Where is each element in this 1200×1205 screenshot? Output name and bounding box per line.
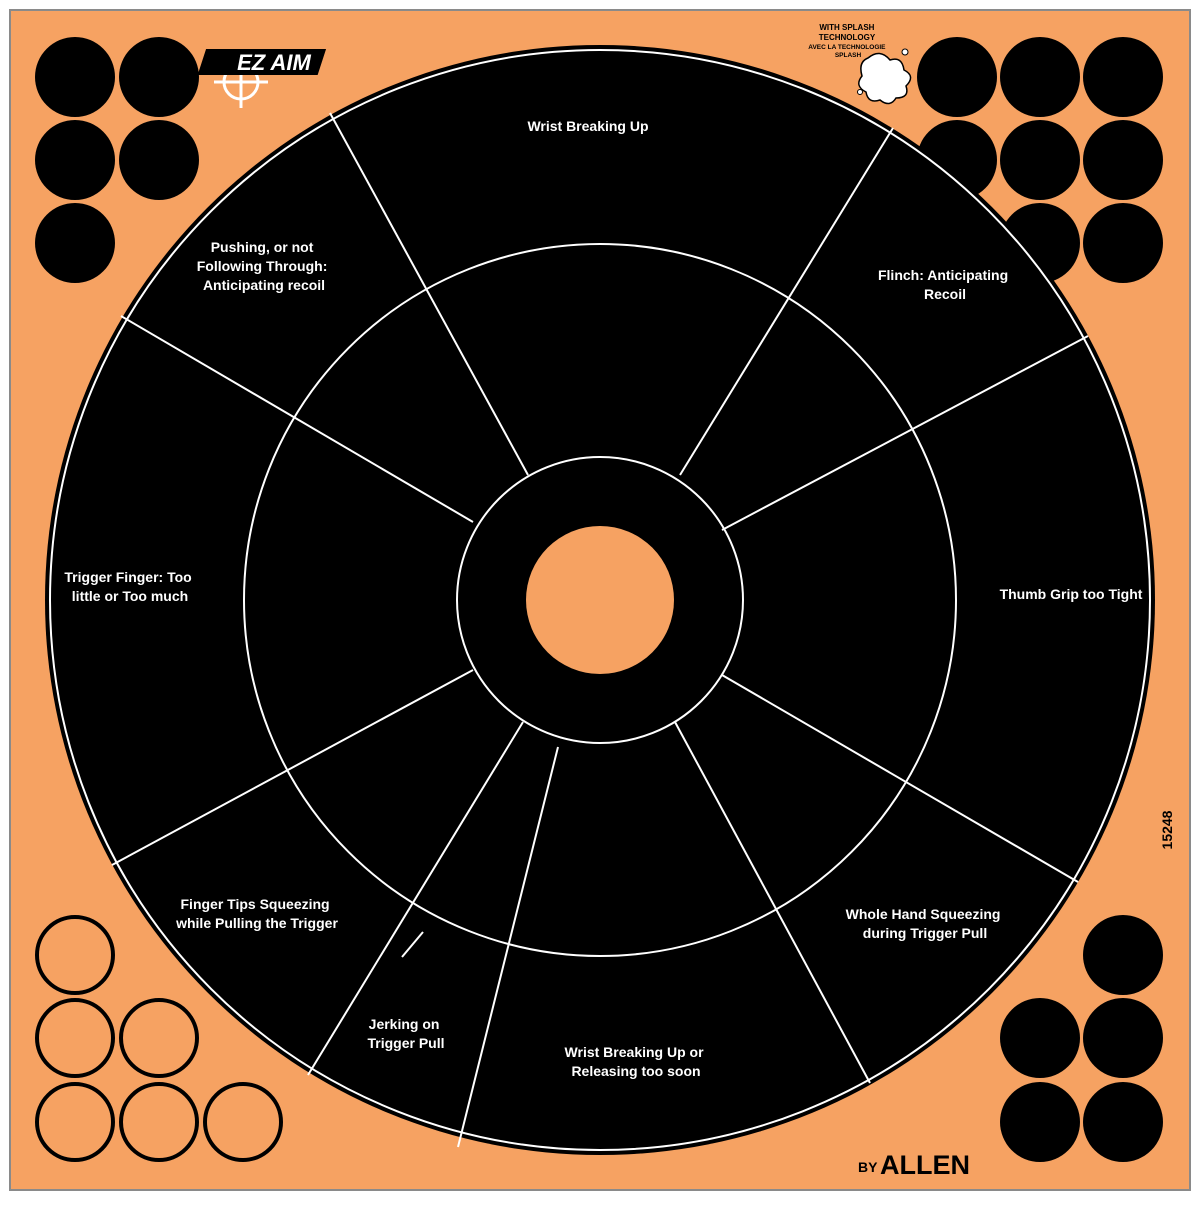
sticker-dot-top-left-3 bbox=[35, 120, 115, 200]
sticker-dot-top-left-1 bbox=[35, 37, 115, 117]
divider-line-4 bbox=[721, 674, 1079, 883]
zone-label-bottom: Wrist Breaking Up or Releasing too soon bbox=[565, 1044, 708, 1079]
sticker-dot-top-right-6 bbox=[1083, 120, 1163, 200]
sticker-dot-top-left-4 bbox=[119, 120, 199, 200]
sticker-dot-top-right-2 bbox=[1000, 37, 1080, 117]
zone-divider-lines bbox=[111, 112, 1089, 1148]
splash-drop-1 bbox=[901, 48, 909, 56]
ez-aim-logo: EZ AIM bbox=[197, 49, 327, 108]
sticker-dot-bottom-left-6 bbox=[203, 1082, 283, 1162]
zone-label-left: Trigger Finger: Too little or Too much bbox=[64, 569, 195, 604]
sticker-dot-top-right-3 bbox=[1083, 37, 1163, 117]
sticker-dot-bottom-left-4 bbox=[35, 1082, 115, 1162]
sticker-dot-bottom-right-1 bbox=[1083, 915, 1163, 995]
sticker-dot-bottom-left-5 bbox=[119, 1082, 199, 1162]
bullseye bbox=[526, 526, 674, 674]
divider-line-10 bbox=[401, 931, 424, 958]
splash-text: WITH SPLASH TECHNOLOGY AVEC LA TECHNOLOG… bbox=[808, 23, 888, 59]
zone-label-bottom-left-small: Jerking on Trigger Pull bbox=[367, 1016, 444, 1051]
zone-label-lower-right: Whole Hand Squeezing during Trigger Pull bbox=[846, 906, 1005, 941]
zone-label-lower-left: Finger Tips Squeezing while Pulling the … bbox=[175, 896, 338, 931]
divider-line-6 bbox=[457, 746, 559, 1148]
divider-line-2 bbox=[679, 127, 894, 476]
divider-line-3 bbox=[721, 335, 1089, 531]
splash-icon bbox=[858, 52, 912, 105]
outer-ring-line bbox=[49, 49, 1151, 1151]
sticker-dot-top-right-7 bbox=[1083, 203, 1163, 283]
sticker-dot-bottom-left-1 bbox=[35, 915, 115, 995]
divider-line-7 bbox=[307, 721, 524, 1076]
sticker-dot-top-right-5 bbox=[1000, 120, 1080, 200]
zone-label-top: Wrist Breaking Up bbox=[527, 118, 648, 134]
sticker-dot-top-left-5 bbox=[35, 203, 115, 283]
inner-ring-line bbox=[456, 456, 744, 744]
logo-text: EZ AIM bbox=[237, 50, 311, 75]
sticker-dot-bottom-left-2 bbox=[35, 998, 115, 1078]
sticker-dot-bottom-left-3 bbox=[119, 998, 199, 1078]
sticker-dot-bottom-right-3 bbox=[1083, 998, 1163, 1078]
zone-label-upper-right: Flinch: Anticipating Recoil bbox=[878, 267, 1012, 302]
divider-line-9 bbox=[120, 315, 474, 523]
sticker-dot-bottom-right-4 bbox=[1000, 1082, 1080, 1162]
sticker-dot-bottom-right-2 bbox=[1000, 998, 1080, 1078]
sticker-dot-bottom-right-5 bbox=[1083, 1082, 1163, 1162]
divider-line-5 bbox=[674, 721, 871, 1084]
divider-line-8 bbox=[111, 669, 474, 866]
allen-text: ALLEN bbox=[880, 1150, 970, 1180]
splash-technology-badge: WITH SPLASH TECHNOLOGY AVEC LA TECHNOLOG… bbox=[808, 23, 912, 105]
logo-banner bbox=[197, 49, 327, 75]
sticker-dots bbox=[35, 37, 1163, 1162]
sticker-dot-top-left-2 bbox=[119, 37, 199, 117]
by-allen-logo: BY ALLEN bbox=[858, 1150, 970, 1180]
by-text: BY bbox=[858, 1159, 878, 1175]
sticker-dot-top-right-1 bbox=[917, 37, 997, 117]
middle-ring-line bbox=[243, 243, 957, 957]
product-number: 15248 bbox=[1159, 810, 1175, 849]
zone-label-upper-left: Pushing, or not Following Through: Antic… bbox=[197, 239, 332, 293]
divider-line-1 bbox=[329, 112, 529, 476]
splash-drop-2 bbox=[857, 89, 863, 95]
zone-label-right: Thumb Grip too Tight bbox=[1000, 586, 1143, 602]
